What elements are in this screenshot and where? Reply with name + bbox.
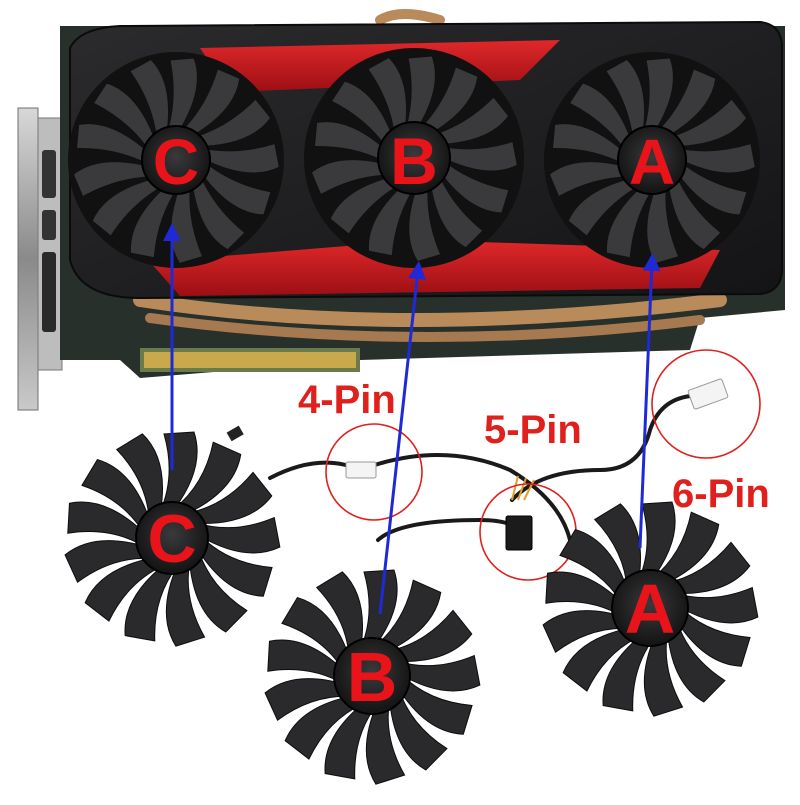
label-4pin: 4-Pin: [298, 378, 396, 422]
card-fan-b: [304, 48, 524, 268]
replacement-fan-a-letter: A: [624, 570, 676, 648]
card-fan-c-letter: C: [152, 126, 200, 198]
replacement-fan-c: [64, 425, 281, 647]
connector-6pin: [687, 378, 729, 410]
mapping-arrows: [163, 223, 661, 615]
arrow-fan-b: [378, 261, 426, 615]
graphics-card: [17, 9, 785, 411]
replacement-fan-a: [541, 501, 759, 718]
label-6pin: 6-Pin: [672, 472, 770, 516]
card-fan-a-letter: A: [628, 126, 676, 198]
replacement-fan-c-letter: C: [147, 501, 197, 577]
connector-5pin: [505, 475, 535, 551]
connector-4pin: [345, 461, 377, 479]
shroud-red-accent-bottom: [150, 240, 720, 296]
highlight-circle-4pin: [325, 423, 423, 521]
label-5pin: 5-Pin: [484, 408, 582, 452]
pcie-connector: [140, 348, 360, 372]
heatpipes: [133, 9, 727, 342]
card-fan-c: [68, 52, 284, 268]
replacement-fan-b: [263, 569, 481, 786]
arrow-fan-a: [638, 253, 661, 549]
card-fan-a: [544, 52, 760, 268]
highlight-circle-6pin: [651, 349, 761, 459]
card-fan-b-letter: B: [390, 124, 438, 198]
replacement-fan-b-letter: B: [346, 638, 398, 716]
